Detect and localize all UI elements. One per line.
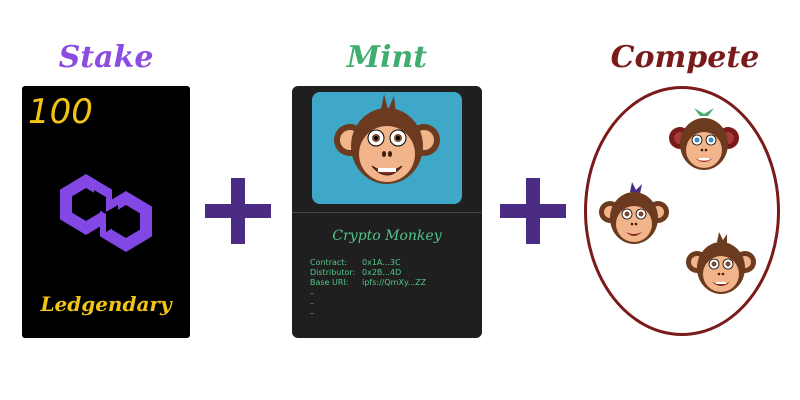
- placeholder-dash: –: [310, 299, 314, 308]
- monkey-icon: [599, 182, 669, 244]
- monkey-icon: [686, 232, 756, 294]
- base-uri-label: Base URI:: [310, 278, 349, 287]
- card-divider: [292, 212, 482, 213]
- stake-brand-label: Ledgendary: [40, 292, 172, 316]
- polygon-logo-icon: [60, 174, 152, 252]
- contract-value: 0x1A...3C: [362, 258, 401, 267]
- compete-heading: Compete: [610, 40, 760, 75]
- placeholder-dash: –: [310, 309, 314, 318]
- contract-row: Contract: 0x1A...3C: [310, 258, 401, 267]
- plus-icon: [500, 178, 566, 244]
- placeholder-dash: –: [310, 289, 314, 298]
- stake-card: 100 Ledgendary: [22, 86, 190, 338]
- plus-icon: [205, 178, 271, 244]
- nft-name: Crypto Monkey: [332, 228, 442, 244]
- base-uri-row: Base URI: ipfs://QmXy...ZZ: [310, 278, 426, 287]
- nft-image: [312, 92, 462, 204]
- mint-card: Crypto Monkey Contract: 0x1A...3C Distrib…: [292, 86, 482, 338]
- mint-heading: Mint: [346, 40, 428, 75]
- base-uri-value: ipfs://QmXy...ZZ: [362, 278, 427, 287]
- compete-oval: [584, 86, 780, 336]
- monkey-icon: [334, 94, 440, 184]
- stake-amount: 100: [28, 92, 93, 132]
- distributor-row: Distributor: 0x2B...4D: [310, 268, 401, 277]
- stake-heading: Stake: [58, 40, 154, 75]
- contract-label: Contract:: [310, 258, 348, 267]
- distributor-label: Distributor:: [310, 268, 356, 277]
- distributor-value: 0x2B...4D: [362, 268, 402, 277]
- monkey-icon: [669, 108, 739, 170]
